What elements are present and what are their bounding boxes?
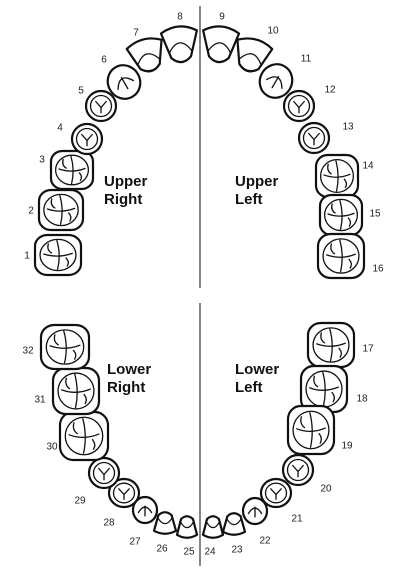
tooth-27	[131, 495, 159, 525]
tooth-number-10: 10	[267, 26, 279, 37]
tooth-number-22: 22	[259, 536, 271, 547]
lower-left-label-line2: Left	[235, 379, 263, 396]
tooth-number-24: 24	[204, 547, 216, 558]
tooth-number-31: 31	[34, 395, 46, 406]
tooth-number-15: 15	[369, 209, 381, 220]
tooth-number-29: 29	[74, 496, 86, 507]
lower-left-label-line1: Lower	[235, 361, 280, 378]
lower-left-label: Lower Left	[235, 361, 279, 397]
lower-right-label-line2: Right	[107, 379, 146, 396]
tooth-5	[84, 89, 118, 123]
tooth-8	[159, 25, 198, 64]
tooth-number-11: 11	[301, 54, 312, 65]
tooth-number-5: 5	[78, 86, 84, 97]
upper-left-label: Upper Left	[235, 173, 278, 209]
tooth-number-3: 3	[39, 155, 45, 166]
tooth-number-7: 7	[133, 28, 139, 39]
tooth-number-9: 9	[219, 12, 225, 23]
tooth-23	[221, 512, 247, 536]
tooth-26	[152, 511, 178, 535]
upper-right-label: Upper Right	[104, 173, 147, 209]
tooth-10	[236, 37, 274, 73]
tooth-number-32: 32	[22, 346, 34, 357]
tooth-12	[282, 89, 316, 123]
teeth-layer	[33, 25, 366, 539]
tooth-number-21: 21	[291, 514, 303, 525]
tooth-number-14: 14	[362, 161, 374, 172]
tooth-number-4: 4	[57, 123, 63, 134]
tooth-number-1: 1	[24, 251, 30, 262]
tooth-number-18: 18	[356, 394, 368, 405]
tooth-6	[106, 64, 142, 100]
upper-right-label-line1: Upper	[104, 173, 148, 190]
upper-left-label-line1: Upper	[235, 173, 279, 190]
tooth-3	[49, 149, 95, 191]
tooth-19	[286, 404, 336, 456]
tooth-13	[297, 121, 331, 155]
tooth-number-25: 25	[183, 547, 195, 558]
tooth-number-2: 2	[28, 206, 34, 217]
tooth-number-13: 13	[342, 122, 354, 133]
tooth-number-6: 6	[101, 55, 107, 66]
tooth-29	[87, 456, 121, 490]
tooth-25	[175, 515, 199, 539]
tooth-17	[306, 321, 356, 369]
tooth-28	[107, 477, 141, 509]
tooth-24	[201, 515, 225, 539]
upper-right-label-line2: Right	[104, 191, 143, 208]
tooth-22	[241, 496, 269, 526]
tooth-number-26: 26	[156, 544, 168, 555]
lower-right-label: Lower Right	[107, 361, 151, 397]
tooth-2	[37, 188, 85, 232]
tooth-30	[58, 410, 110, 462]
tooth-number-12: 12	[324, 85, 336, 96]
tooth-7	[125, 37, 163, 73]
tooth-15	[318, 193, 364, 237]
tooth-1	[33, 233, 83, 277]
tooth-number-28: 28	[103, 518, 115, 529]
tooth-21	[259, 477, 293, 509]
tooth-32	[39, 323, 91, 371]
tooth-number-30: 30	[46, 442, 58, 453]
tooth-number-20: 20	[320, 484, 332, 495]
tooth-16	[316, 232, 366, 280]
upper-left-label-line2: Left	[235, 191, 263, 208]
tooth-number-27: 27	[129, 537, 141, 548]
tooth-number-17: 17	[362, 344, 374, 355]
tooth-9	[202, 25, 241, 64]
tooth-number-8: 8	[177, 12, 183, 23]
tooth-number-19: 19	[341, 441, 353, 452]
tooth-number-16: 16	[372, 264, 384, 275]
tooth-14	[314, 153, 360, 199]
tooth-number-23: 23	[231, 545, 243, 556]
tooth-31	[51, 366, 101, 416]
tooth-20	[281, 453, 315, 487]
tooth-4	[70, 122, 104, 156]
tooth-11	[258, 63, 294, 99]
lower-right-label-line1: Lower	[107, 361, 152, 378]
